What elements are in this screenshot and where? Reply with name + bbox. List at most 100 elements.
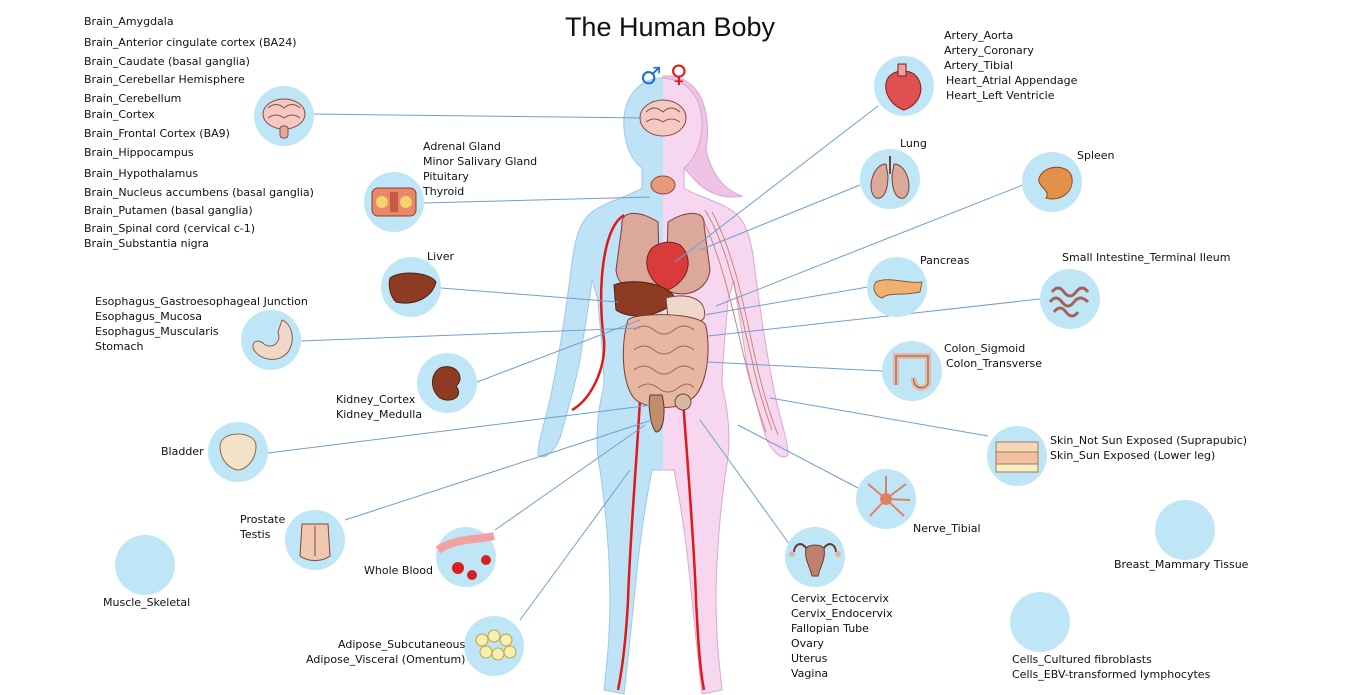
tissue-label: Fallopian Tube [791,622,869,635]
label-colon-group: Colon_Sigmoid Colon_Transverse [944,341,1042,371]
female-symbol-icon: ♀ [670,60,688,88]
tissue-label: Brain_Cerebellar Hemisphere [84,73,245,86]
pancreas-icon [867,257,927,317]
tissue-label: Brain_Cerebellum [84,92,182,105]
center-thyroid [650,175,676,195]
prostate-icon [285,510,345,570]
tissue-label: Thyroid [423,185,465,198]
right-leg-artery [681,399,706,691]
leader-lines [267,105,1041,621]
label-cells-group: Cells_Cultured fibroblasts Cells_EBV-tra… [1012,652,1210,682]
blood-vessels [571,213,706,691]
tissue-label: Pituitary [423,170,469,183]
tissue-label: Brain_Hypothalamus [84,167,199,180]
liver-icon [381,257,441,317]
tissue-label: Liver [427,250,454,263]
colon-icon [882,341,942,401]
tissue-label: Breast_Mammary Tissue [1114,558,1249,571]
male-symbol-icon: ♂ [640,62,662,90]
label-spleen: Spleen [1077,148,1115,163]
label-kidney-group: Kidney_Cortex Kidney_Medulla [336,392,422,422]
spleen-icon [1022,152,1082,212]
tissue-label: Brain_Anterior cingulate cortex (BA24) [84,36,297,49]
label-skin-group: Skin_Not Sun Exposed (Suprapubic) Skin_S… [1050,433,1247,463]
left-arm-artery [571,213,625,412]
kidney-icon [417,353,477,413]
label-lung: Lung [900,136,927,151]
tissue-label: Whole Blood [364,564,433,577]
tissue-label: Ovary [791,637,824,650]
tissue-label: Colon_Transverse [946,357,1043,370]
tissue-label: Bladder [161,445,204,458]
center-brain-folds [645,107,681,123]
tissue-label: Cells_Cultured fibroblasts [1012,653,1152,666]
skin-layers-icon [987,426,1047,486]
center-brain [639,99,687,137]
tissue-label: Cervix_Ectocervix [791,592,890,605]
tissue-label: Small Intestine_Terminal Ileum [1062,251,1231,264]
center-heart [646,241,689,291]
fat-cells-icon [464,616,524,676]
thyroid-gland-icon [364,172,424,232]
human-body-silhouette [537,75,789,695]
center-reproductive [648,394,665,433]
diagram-title: The Human Boby [564,12,776,42]
label-female-reproductive-group: Cervix_Ectocervix Cervix_Endocervix Fall… [791,591,893,681]
tissue-label: Cervix_Endocervix [791,607,893,620]
label-pancreas: Pancreas [920,253,969,268]
tissue-label: Brain_Substantia nigra [84,237,209,250]
tissue-label: Esophagus_Muscularis [95,325,219,338]
lung-icon [860,149,920,209]
tissue-label: Esophagus_Gastroesophageal Junction [95,295,308,308]
tissue-label: Prostate [240,513,286,526]
tissue-label: Vagina [791,667,829,680]
tissue-label: Stomach [95,340,144,353]
tissue-label: Kidney_Medulla [336,408,423,421]
uterus-icon [785,527,845,587]
tissue-label: Brain_Putamen (basal ganglia) [84,204,253,217]
tissue-label: Adipose_Subcutaneous [338,638,466,651]
bladder-icon [208,422,268,482]
stomach-icon [241,310,301,370]
left-leg-artery [616,399,642,691]
tissue-label: Cells_EBV-transformed lymphocytes [1012,668,1211,681]
tissue-label: Muscle_Skeletal [103,596,191,609]
tissue-label: Artery_Coronary [944,44,1034,57]
label-small-intestine: Small Intestine_Terminal Ileum [1062,250,1230,265]
tissue-label: Brain_Hippocampus [84,146,194,159]
tissue-label: Brain_Caudate (basal ganglia) [84,55,250,68]
blood-cells-icon [435,527,496,587]
empty-bubble-icon [115,535,175,595]
tissue-label: Spleen [1077,149,1115,162]
organ-bubbles [115,56,1215,676]
tissue-label: Heart_Left Ventricle [946,89,1055,102]
label-muscle: Muscle_Skeletal [103,595,190,610]
tissue-label: Skin_Sun Exposed (Lower leg) [1050,449,1216,462]
label-esophagus-group: Esophagus_Gastroesophageal Junction Esop… [95,294,308,354]
tissue-label: Pancreas [920,254,970,267]
tissue-label: Artery_Tibial [944,59,1013,72]
heart-icon [874,56,934,116]
label-whole-blood: Whole Blood [364,563,433,578]
label-adipose-group: Adipose_Subcutaneous Adipose_Visceral (O… [306,637,465,667]
female-hair [662,75,744,198]
tissue-label: Nerve_Tibial [913,522,981,535]
tissue-label: Testis [240,528,271,541]
tissue-label: Brain_Amygdala [84,15,174,28]
tissue-label: Minor Salivary Gland [423,155,538,168]
arm-muscles [699,209,779,436]
label-glands-group: Adrenal Gland Minor Salivary Gland Pitui… [423,139,537,199]
label-artery-heart-group: Artery_Aorta Artery_Coronary Artery_Tibi… [944,28,1077,103]
tissue-label: Brain_Nucleus accumbens (basal ganglia) [84,186,314,199]
tissue-label: Skin_Not Sun Exposed (Suprapubic) [1050,434,1248,447]
brain-icon [254,86,314,146]
empty-bubble-icon [1155,500,1215,560]
label-nerve: Nerve_Tibial [913,521,981,536]
tissue-label: Uterus [791,652,828,665]
tissue-label: Brain_Frontal Cortex (BA9) [84,127,230,140]
label-bladder: Bladder [161,444,204,459]
tissue-label: Esophagus_Mucosa [95,310,203,323]
tissue-label: Colon_Sigmoid [944,342,1026,355]
small-intestine-icon [1040,269,1100,329]
